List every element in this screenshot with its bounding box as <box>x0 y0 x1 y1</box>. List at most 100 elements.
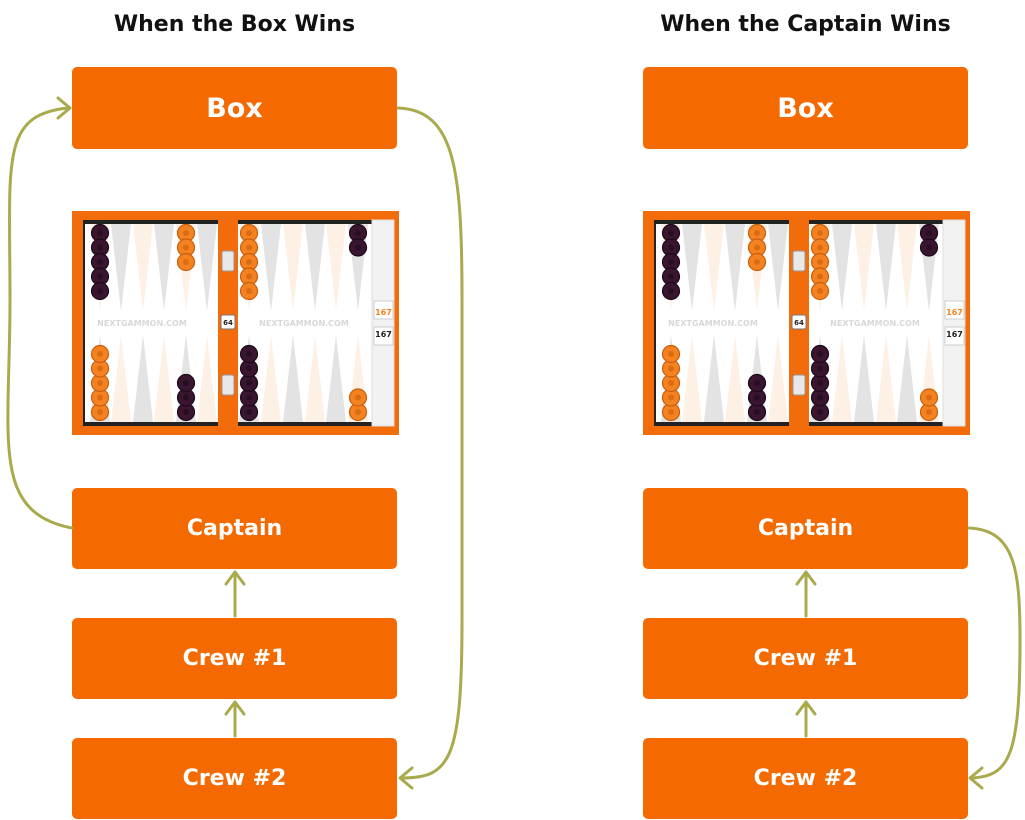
board-checker-center <box>817 394 823 401</box>
board-point <box>154 335 174 422</box>
board-watermark: NEXTGAMMON.COM <box>259 319 349 328</box>
board-checker-center <box>97 230 103 236</box>
board-point <box>197 335 217 422</box>
panel-1-title: When the Box Wins <box>113 12 356 37</box>
panel-1-arrowhead-box <box>56 96 72 120</box>
board-point <box>305 224 325 311</box>
board-checker-center <box>97 409 103 415</box>
board-point <box>305 335 325 422</box>
board-checker-center <box>246 244 252 251</box>
pip-count-top: 167 <box>946 308 963 317</box>
board-checker-center <box>668 351 674 357</box>
board-checker-center <box>754 409 760 415</box>
board-point <box>876 224 896 311</box>
pip-bottom-box <box>944 326 965 346</box>
panel-1-box-label: Box <box>206 92 263 124</box>
board-checker-center <box>246 230 252 236</box>
panel-1-crew-1-label: Crew #1 <box>182 646 287 671</box>
panel-1-crew-2-label: Crew #2 <box>182 766 287 791</box>
panel-1-arrowhead-crew-1 <box>224 700 246 716</box>
board-point <box>111 224 131 311</box>
board-checker-center <box>817 259 823 265</box>
pip-count-bottom: 167 <box>946 330 963 339</box>
board-checker-center <box>817 230 823 236</box>
board-point <box>854 224 874 311</box>
panel-2-arrowhead-captain <box>795 570 817 586</box>
pip-bottom-box <box>373 326 394 346</box>
board-die <box>792 250 806 272</box>
board-checker-center <box>183 380 189 386</box>
panel-2-crew-1-label: Crew #1 <box>753 646 858 671</box>
panel-2-crew-1: Crew #1 <box>643 618 968 699</box>
board-die <box>792 374 806 396</box>
board-checker-center <box>183 409 189 415</box>
board-checker-center <box>754 380 760 386</box>
panel-2-box: Box <box>643 67 968 149</box>
board-checker-center <box>97 394 103 401</box>
board-point <box>283 224 303 311</box>
board-watermark: NEXTGAMMON.COM <box>668 319 758 328</box>
board-point <box>682 224 702 311</box>
board-point <box>832 335 852 422</box>
board-point <box>768 224 788 311</box>
board-point <box>133 335 153 422</box>
board-checker-center <box>355 244 361 251</box>
pip-top-box <box>373 300 394 320</box>
board-checker-center <box>97 351 103 357</box>
board-checker-center <box>246 288 252 294</box>
panel-1-arrow-box-to-crew-2 <box>396 106 464 780</box>
board-checker-center <box>97 380 103 386</box>
board-checker-center <box>817 365 823 372</box>
board-point <box>326 224 346 311</box>
panel-2-arrowhead-crew-1 <box>795 700 817 716</box>
panel-1-arrow-captain-to-box <box>6 106 74 530</box>
board-checker-center <box>926 409 932 415</box>
board-checker-center <box>355 394 361 401</box>
board-checker-center <box>668 273 674 280</box>
panel-2-crew-2: Crew #2 <box>643 738 968 819</box>
board-checker-center <box>97 244 103 251</box>
panel-1-arrowhead-crew-2 <box>398 766 414 790</box>
board-watermark: NEXTGAMMON.COM <box>830 319 920 328</box>
board-watermark: NEXTGAMMON.COM <box>97 319 187 328</box>
pip-count-top: 167 <box>375 308 392 317</box>
pip-top-box <box>944 300 965 320</box>
board-point <box>326 335 346 422</box>
board-bear-off-tray <box>371 219 395 427</box>
board-point <box>154 224 174 311</box>
board-checker-center <box>817 273 823 280</box>
board-checker-center <box>926 244 932 251</box>
panel-2-title: When the Captain Wins <box>660 12 951 37</box>
board-point <box>897 224 917 311</box>
board-point <box>197 224 217 311</box>
board-checker-center <box>668 394 674 401</box>
board-checker-center <box>183 244 189 251</box>
board-checker-center <box>97 288 103 294</box>
board-cube-value: 64 <box>794 319 804 327</box>
board-die <box>221 250 235 272</box>
board-checker-center <box>668 230 674 236</box>
board-checker-center <box>926 230 932 236</box>
panel-1-arrowhead-captain <box>224 570 246 586</box>
board-checker-center <box>668 409 674 415</box>
board-checker-center <box>246 365 252 372</box>
board-point <box>704 335 724 422</box>
panel-1-captain: Captain <box>72 488 397 569</box>
panel-1-crew-2: Crew #2 <box>72 738 397 819</box>
board-checker-center <box>355 230 361 236</box>
board-point <box>832 224 852 311</box>
board-point <box>261 224 281 311</box>
board-point <box>854 335 874 422</box>
board-checker-center <box>817 380 823 386</box>
board-point <box>725 224 745 311</box>
board-checker-center <box>246 380 252 386</box>
board-checker-center <box>246 259 252 265</box>
panel-2-arrow-captain-to-crew-2 <box>967 526 1022 780</box>
board-point <box>876 335 896 422</box>
board-bear-off-tray <box>942 219 966 427</box>
board-cube <box>220 314 236 330</box>
board-checker-center <box>754 259 760 265</box>
board-checker-center <box>668 365 674 372</box>
